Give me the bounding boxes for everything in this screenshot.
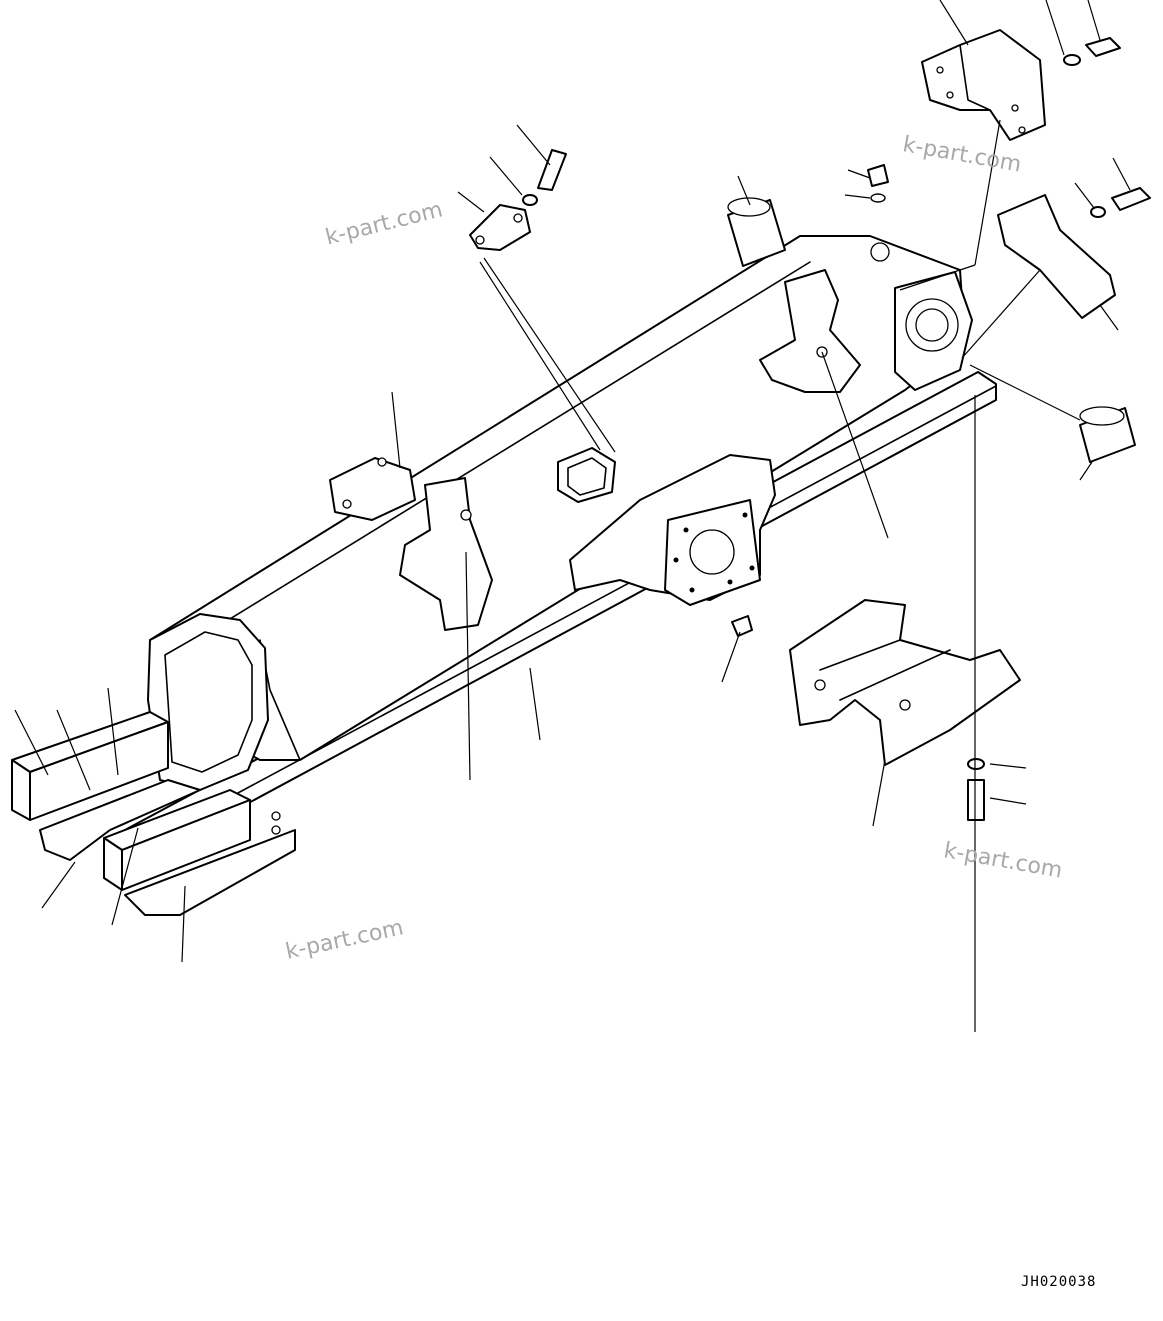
- washer-cover: [522, 194, 538, 206]
- breather-plug: [731, 615, 753, 637]
- washer-right: [1090, 206, 1106, 218]
- left-channel-front: [29, 721, 169, 821]
- bolt-upper: [1085, 37, 1121, 57]
- lower-mounting-bracket: [997, 194, 1116, 319]
- right-lower-cradle: [124, 829, 296, 916]
- left-lower-cradle: [39, 779, 201, 861]
- drawing-code: JH020038: [1021, 1274, 1097, 1290]
- leader-lines: [14, 0, 1131, 1032]
- bolt-lower: [967, 779, 985, 821]
- drain-plug: [867, 164, 889, 187]
- o-ring: [870, 193, 886, 203]
- upper-mounting-bracket: [921, 29, 1046, 141]
- exploded-parts: [469, 29, 1151, 821]
- washer-lower: [967, 758, 985, 770]
- bolt-right: [1111, 187, 1151, 211]
- support-cradle: [789, 599, 1021, 766]
- axle-housing: [11, 235, 997, 916]
- washer-upper: [1063, 54, 1081, 66]
- right-channel-front: [121, 799, 251, 891]
- left-channel-side: [11, 759, 31, 821]
- right-end-bracket: [759, 269, 861, 393]
